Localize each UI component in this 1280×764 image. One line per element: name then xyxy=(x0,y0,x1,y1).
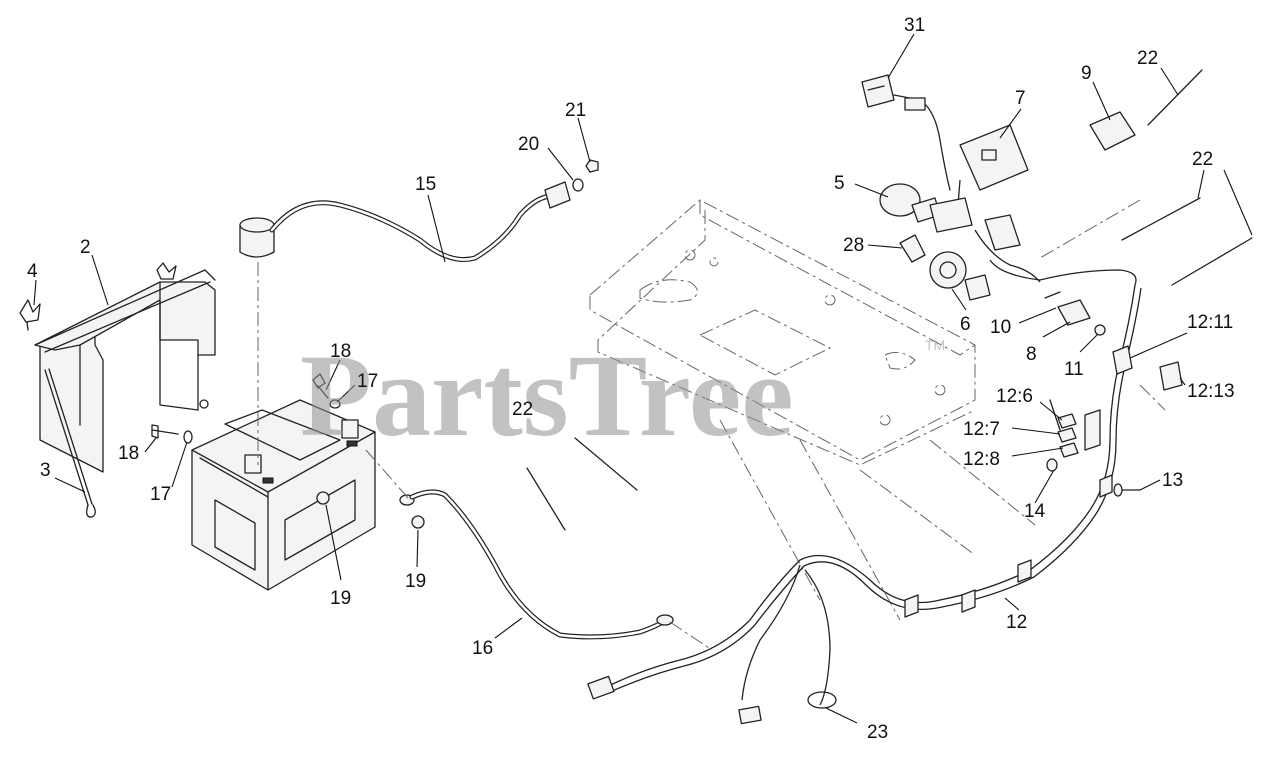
positive-cable xyxy=(239,181,571,262)
wing-nut-right xyxy=(156,262,177,280)
callout-18-right: 18 xyxy=(330,341,351,362)
watermark-trademark: TM xyxy=(925,337,945,353)
wing-nut-left xyxy=(19,299,41,331)
callout-16: 16 xyxy=(472,638,493,659)
dash-components xyxy=(526,69,1253,531)
callout-22-right: 22 xyxy=(1192,149,1213,170)
callout-14: 14 xyxy=(1024,501,1046,522)
phantom-lines xyxy=(257,199,1166,651)
callout-10: 10 xyxy=(990,317,1011,338)
callout-15: 15 xyxy=(415,174,436,195)
callout-8: 8 xyxy=(1026,344,1037,365)
mounting-panel xyxy=(589,199,976,466)
callout-19-left: 19 xyxy=(330,588,351,609)
callout-7: 7 xyxy=(1015,88,1026,109)
callout-12-11: 12:11 xyxy=(1187,312,1233,333)
callout-12-8: 12:8 xyxy=(963,449,1000,470)
callout-12-7: 12:7 xyxy=(963,419,1000,440)
callout-labels: 2 4 3 15 20 21 18 17 18 17 19 19 16 22 2… xyxy=(27,15,1235,743)
callout-19-right: 19 xyxy=(405,571,426,592)
callout-12-13: 12:13 xyxy=(1187,381,1235,402)
callout-18-left: 18 xyxy=(118,443,139,464)
callout-6: 6 xyxy=(960,314,971,335)
hold-down-rod xyxy=(44,368,96,518)
callout-2: 2 xyxy=(80,237,91,258)
callout-22-top: 22 xyxy=(1137,48,1158,69)
callout-23: 23 xyxy=(867,722,888,743)
battery xyxy=(191,399,376,591)
leader-lines xyxy=(33,33,1253,724)
callout-12: 12 xyxy=(1006,612,1027,633)
callout-12-6: 12:6 xyxy=(996,386,1033,407)
callout-17-right: 17 xyxy=(357,371,378,392)
callout-5: 5 xyxy=(834,173,845,194)
callout-9: 9 xyxy=(1081,63,1092,84)
battery-shield xyxy=(34,269,216,473)
callout-17-left: 17 xyxy=(150,484,171,505)
callout-11: 11 xyxy=(1064,359,1084,380)
callout-20: 20 xyxy=(518,134,539,155)
callout-13: 13 xyxy=(1162,470,1183,491)
callout-4: 4 xyxy=(27,261,38,282)
callout-3: 3 xyxy=(40,460,51,481)
hardware xyxy=(151,159,599,529)
callout-31: 31 xyxy=(904,15,925,36)
callout-22-center: 22 xyxy=(512,399,533,420)
callout-21: 21 xyxy=(565,100,586,121)
callout-28: 28 xyxy=(843,235,864,256)
negative-cable xyxy=(399,489,674,640)
watermark-text: PartsTree xyxy=(300,330,794,461)
wire-harness xyxy=(587,179,1142,725)
